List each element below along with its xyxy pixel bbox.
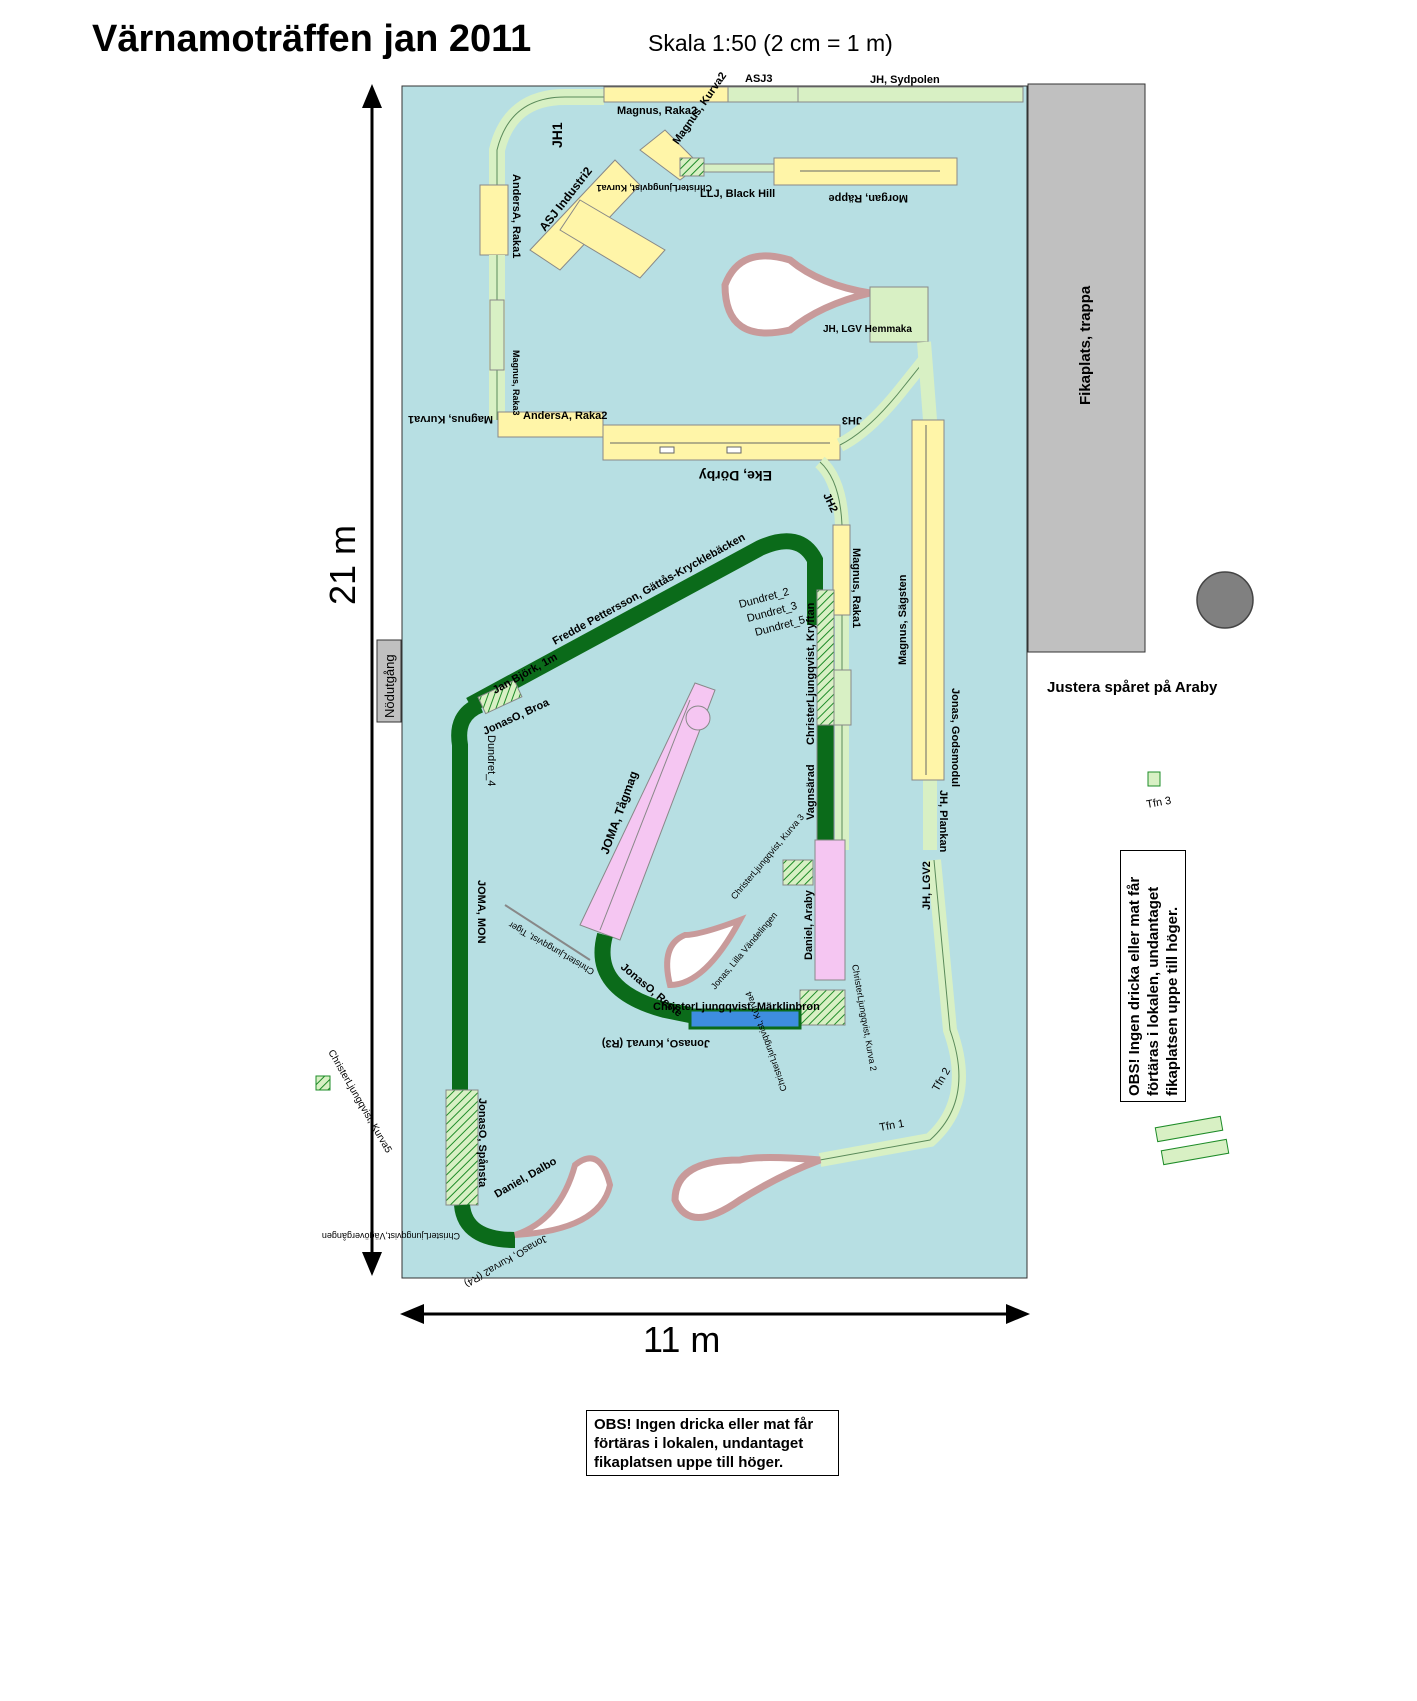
module-magnus-raka3 [489, 299, 505, 371]
spare-module-1 [1154, 1115, 1224, 1143]
label-eke-dorby: Eke, Dörby [699, 468, 772, 484]
pillar [1196, 571, 1254, 629]
label-andersa-raka1: AndersA, Raka1 [510, 174, 522, 258]
module-andersa-raka2 [497, 411, 604, 438]
module-christer-kurva5 [315, 1075, 331, 1091]
spare-module-2 [1160, 1138, 1230, 1166]
label-christer-kurva1: ChristerLjungqvist, Kurva1 [596, 183, 712, 193]
notice-line-1: OBS! Ingen dricka eller mat får [594, 1416, 814, 1433]
module-jonaso-broa [477, 679, 523, 715]
notice-line-3: fikaplatsen uppe till höger. [594, 1454, 784, 1471]
label-christer-marklinbron: ChristerLjungqvist, Märklinbron [653, 1001, 820, 1013]
track-gattas [466, 533, 823, 713]
label-magnus-raka2: Magnus, Raka2 [617, 105, 697, 117]
reverse-loop-lgv [721, 252, 871, 337]
module-christer-kryftan [816, 589, 835, 726]
module-magnus-raka1 [832, 524, 851, 616]
module-marklinbron [688, 1008, 802, 1030]
module-tfn3 [1147, 771, 1161, 787]
label-asj3: ASJ3 [745, 73, 773, 85]
label-jonas-godsmodul: Jonas, Godsmodul [949, 688, 961, 787]
coffee-area [1027, 83, 1146, 653]
notice-rotated-line-1: OBS! Ingen dricka eller mat får [1126, 876, 1143, 1096]
width-label: 11 m [643, 1319, 720, 1360]
label-jonaso-spansta: JonasO, Spånsta [476, 1098, 488, 1188]
scale-label: Skala 1:50 (2 cm = 1 m) [648, 30, 893, 56]
notice-line-2: förtäras i lokalen, undantaget [594, 1435, 804, 1452]
label-joma-mon: JOMA, MON [475, 880, 487, 944]
module-daniel-araby [814, 839, 846, 981]
label-jh-plankan: JH, Plankan [937, 790, 949, 853]
reverse-loop-tfn [671, 1154, 822, 1221]
track-jonaso-reste [594, 932, 692, 1023]
label-jh1: JH1 [549, 122, 565, 148]
module-christer-kurva3 [782, 859, 814, 886]
label-sydpolen: JH, Sydpolen [870, 74, 940, 86]
module-llj-track [703, 163, 775, 173]
adjust-note: Justera spåret på Araby [1047, 679, 1218, 696]
emergency-exit-label: Nödutgång [382, 654, 397, 718]
label-tfn3: Tfn 3 [1145, 795, 1172, 811]
label-magnus-raka1: Magnus, Raka1 [850, 548, 862, 628]
module-lgv-hemmaka [869, 286, 929, 343]
notice-box-rotated: OBS! Ingen dricka eller mat får förtäras… [1120, 850, 1186, 1102]
module-magnus-sagsten [911, 419, 945, 781]
label-christer-kurva5: ChristerLjungqvist, Kurva5 [325, 1048, 393, 1155]
label-dundret-4: Dundret_4 [485, 735, 497, 786]
label-magnus-kurva1: Magnus, Kurva1 [408, 413, 493, 425]
label-christer-vagovergangen: ChristerLjungqvist,Vägövergången [322, 1231, 460, 1241]
track-christer-tiger [504, 904, 591, 961]
module-asj3 [727, 86, 799, 103]
notice-rotated-line-3: fikaplatsen uppe till höger. [1164, 906, 1181, 1096]
module-christer-kurva4 [799, 989, 846, 1026]
module-kryftan-extra [833, 669, 852, 726]
reverse-loop-dalbo [514, 1155, 614, 1238]
module-andersa-raka1 [479, 184, 509, 256]
height-arrow-top [362, 84, 382, 108]
label-magnus-sagsten: Magnus, Sägsten [897, 574, 909, 665]
coffee-area-label: Fikaplats, trappa [1077, 285, 1094, 405]
notice-rotated-line-2: förtäras i lokalen, undantaget [1145, 886, 1162, 1096]
track-dundret-4 [451, 697, 484, 1090]
track-jonaso-kurva2 [454, 1203, 516, 1248]
height-arrow-bottom [362, 1252, 382, 1276]
label-morgan-rappe: Morgan, Räppe [829, 192, 908, 204]
module-joma-tagmag [579, 682, 716, 941]
module-vagnsarad [816, 724, 835, 841]
reverse-loop-lilla-vandelingen [664, 914, 747, 989]
label-jh-lgv-hemmaka: JH, LGV Hemmaka [823, 324, 912, 335]
label-tfn1: Tfn 1 [878, 1118, 905, 1134]
label-vagnsarad: Vagnsärad [805, 764, 817, 820]
label-andersa-raka2: AndersA, Raka2 [523, 410, 607, 422]
module-christer-kurva1 [679, 157, 705, 177]
label-jh-lgv2: JH, LGV2 [921, 861, 933, 910]
label-daniel-araby: Daniel, Araby [803, 889, 815, 960]
label-christer-kryftan: ChristerLjungqvist, Kryftan [805, 602, 817, 745]
module-asj-industri2-yard [559, 199, 666, 279]
page-title: Värnamoträffen jan 2011 [92, 18, 532, 60]
label-llj-black-hill: LLJ, Black Hill [700, 188, 775, 200]
module-sydpolen [797, 86, 1024, 103]
height-label: 21 m [322, 525, 363, 605]
label-jonaso-kurva1: JonasO, Kurva1 (R3) [601, 1037, 710, 1049]
emergency-exit [376, 639, 402, 723]
width-arrow-left [400, 1304, 424, 1324]
label-magnus-raka3: Magnus, Raka3 [511, 350, 521, 416]
module-jonaso-spansta [445, 1089, 479, 1206]
notice-box: OBS! Ingen dricka eller mat får förtäras… [586, 1410, 839, 1476]
width-arrow-right [1006, 1304, 1030, 1324]
label-jh3: JH3 [842, 414, 862, 426]
